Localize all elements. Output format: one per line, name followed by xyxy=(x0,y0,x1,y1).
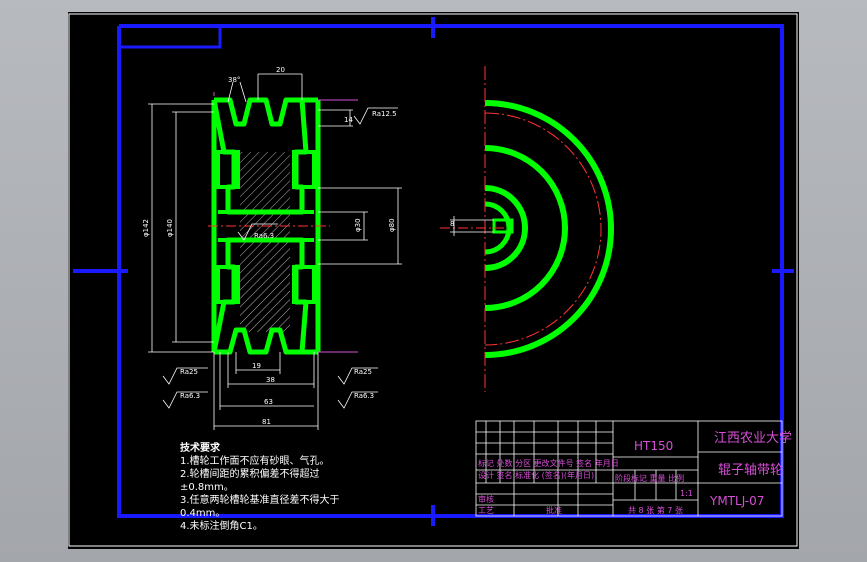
scale-value: 1:1 xyxy=(680,489,693,498)
dim-19: 19 xyxy=(252,362,261,370)
ra-left2: Ra6.3 xyxy=(180,392,200,400)
pocket-left-top xyxy=(216,150,240,189)
req-item-3: ±0.8mm。 xyxy=(180,482,234,493)
sheet-info: 共 8 张 第 7 张 xyxy=(628,505,683,515)
ra-left1: Ra25 xyxy=(180,368,198,376)
school-name: 江西农业大学 xyxy=(714,430,792,446)
title-block-grid xyxy=(475,420,783,517)
dim-81: 81 xyxy=(262,418,271,426)
title-block-main: HT150 江西农业大学 辊子轴带轮 YMTLJ-07 xyxy=(634,430,792,508)
title-block-labels: 标记 处数 分区 更改文件号 签名 年月日 设计 签名 标准化 (签名)(年月日… xyxy=(478,458,693,515)
req-item-5: 0.4mm。 xyxy=(180,508,226,519)
dimension-texts: 38° 20 Ra12.5 14 φ142 φ140 φ80 φ30 Ra6.3… xyxy=(142,66,454,426)
roughness-symbols xyxy=(162,107,398,409)
review-label: 审核 xyxy=(478,494,494,504)
pocket-right-bottom xyxy=(292,265,316,304)
arc-outer xyxy=(484,100,614,358)
ra-top: Ra12.5 xyxy=(372,110,397,118)
dim-38: 38 xyxy=(266,376,275,384)
dim-dia-key: φ30 xyxy=(354,218,362,232)
side-centerlines xyxy=(440,66,602,392)
leader-lines xyxy=(213,92,358,353)
pulley-side-view xyxy=(484,100,614,358)
dim-63: 63 xyxy=(264,398,273,406)
outer-border xyxy=(68,13,798,547)
arc-mid xyxy=(484,145,568,311)
title-row1: 标记 处数 分区 更改文件号 签名 年月日 xyxy=(478,458,619,468)
process-label: 工艺 xyxy=(478,506,494,515)
req-item-4: 3.任意两轮槽轮基准直径差不得大于 xyxy=(180,495,340,506)
pocket-left-bottom xyxy=(216,265,240,304)
dim-h: 14 xyxy=(344,116,353,124)
dim-dia-inner: φ140 xyxy=(166,219,174,237)
ra-right2: Ra6.3 xyxy=(354,392,374,400)
part-name: 辊子轴带轮 xyxy=(718,463,783,478)
dim-angle: 38° xyxy=(228,76,240,84)
req-title: 技术要求 xyxy=(180,443,220,454)
drawing-code: YMTLJ-07 xyxy=(709,494,764,508)
drawing-svg: 38° 20 Ra12.5 14 φ142 φ140 φ80 φ30 Ra6.3… xyxy=(68,13,798,547)
dim-pitch-top: 20 xyxy=(276,66,285,74)
title-row2: 设计 签名 标准化 (签名)(年月日) xyxy=(478,470,594,480)
approve-label: 批准 xyxy=(546,505,562,515)
material: HT150 xyxy=(634,439,673,453)
pulley-section xyxy=(208,97,330,355)
arc-bore xyxy=(484,201,512,255)
arc-inner xyxy=(484,185,528,271)
cad-drawing-canvas[interactable]: 38° 20 Ra12.5 14 φ142 φ140 φ80 φ30 Ra6.3… xyxy=(68,12,799,549)
ra-bore: Ra6.3 xyxy=(254,232,274,240)
req-item-6: 4.未标注倒角C1。 xyxy=(180,521,263,532)
req-item-2: 2.轮槽间距的累积偏差不得超过 xyxy=(180,469,320,480)
pocket-right-top xyxy=(292,150,316,189)
dim-dia-hub: φ80 xyxy=(388,218,396,232)
title-row3: 阶段标记 重量 比例 xyxy=(615,473,684,483)
dim-side: 8 xyxy=(450,220,454,228)
tech-requirements: 技术要求 1.槽轮工作面不应有砂眼、气孔。 2.轮槽间距的累积偏差不得超过 ±0… xyxy=(180,442,340,533)
corner-box xyxy=(119,26,222,49)
dim-dia-outer: φ142 xyxy=(142,219,150,237)
req-item-1: 1.槽轮工作面不应有砂眼、气孔。 xyxy=(180,456,330,467)
ra-right1: Ra25 xyxy=(354,368,372,376)
keyway xyxy=(492,218,514,234)
dimension-lines xyxy=(148,73,402,430)
